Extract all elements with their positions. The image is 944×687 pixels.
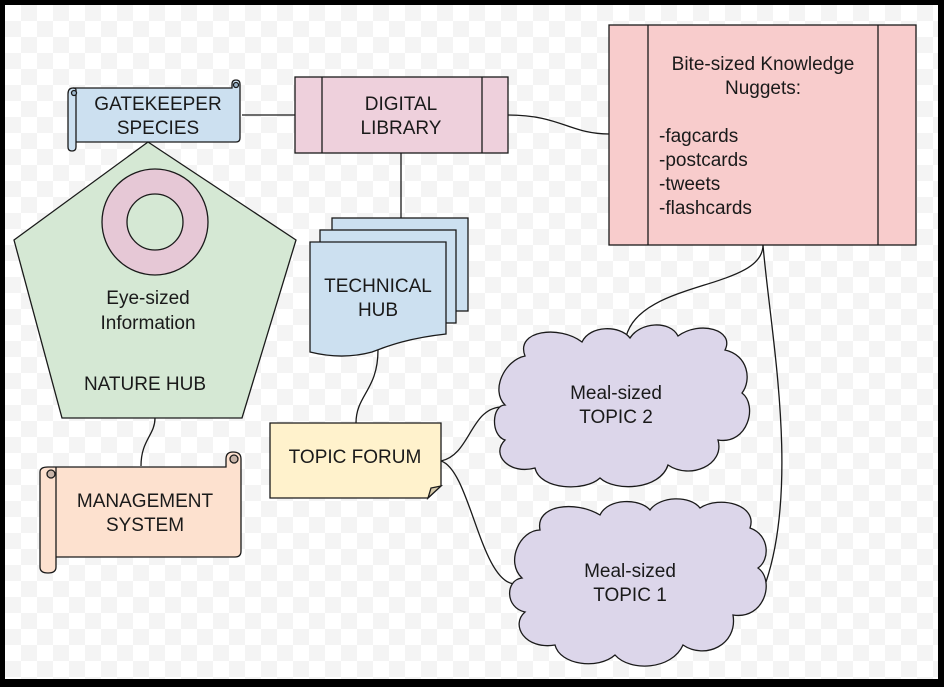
edge-digital-library-bite-sized (507, 114, 610, 135)
node-topic-forum[interactable]: TOPIC FORUM (269, 422, 444, 501)
node-topic-1[interactable]: Meal-sized TOPIC 1 (509, 498, 767, 667)
topic-forum-label: TOPIC FORUM (289, 447, 422, 468)
gatekeeper-label-line2: SPECIES (117, 118, 199, 139)
diagram-canvas: GATEKEEPER SPECIES DIGITAL LIBRARY Bite-… (5, 5, 938, 679)
bite-sized-item: -fagcards (659, 126, 738, 147)
technical-hub-label-line1: TECHNICAL (324, 276, 432, 297)
digital-library-label-line1: DIGITAL (365, 94, 438, 115)
diagram-svg: GATEKEEPER SPECIES DIGITAL LIBRARY Bite-… (13, 24, 917, 667)
node-topic-2[interactable]: Meal-sized TOPIC 2 (493, 324, 751, 488)
bite-sized-item: -tweets (659, 174, 720, 195)
edge-bite-sized-topic1 (762, 244, 783, 583)
technical-hub-label-line2: HUB (358, 300, 398, 321)
management-label-line1: MANAGEMENT (77, 491, 214, 512)
topic1-label-line2: TOPIC 1 (593, 585, 667, 606)
edge-technical-hub-topic-forum (355, 349, 379, 424)
topic2-label-line1: Meal-sized (570, 383, 662, 404)
node-bite-sized-nuggets[interactable]: Bite-sized Knowledge Nuggets: -fagcards … (608, 24, 917, 246)
node-technical-hub[interactable]: TECHNICAL HUB (309, 217, 469, 357)
nature-hub-label-line1: Eye-sized (106, 288, 189, 309)
edge-topic-forum-topic2 (440, 406, 501, 462)
edge-topic-forum-topic1 (440, 460, 515, 585)
bite-sized-title-line1: Bite-sized Knowledge (672, 54, 855, 75)
edge-nature-hub-management (140, 417, 156, 467)
node-management-system[interactable]: MANAGEMENT SYSTEM (39, 451, 242, 574)
node-digital-library[interactable]: DIGITAL LIBRARY (294, 76, 509, 154)
bite-sized-title-line2: Nuggets: (725, 78, 801, 99)
nature-hub-title: NATURE HUB (84, 374, 206, 395)
node-nature-hub[interactable]: Eye-sized Information NATURE HUB (13, 141, 297, 419)
bite-sized-item: -flashcards (659, 198, 752, 219)
bite-sized-item: -postcards (659, 150, 748, 171)
digital-library-label-line2: LIBRARY (361, 118, 442, 139)
edge-bite-sized-topic2 (625, 244, 764, 338)
node-gatekeeper-species[interactable]: GATEKEEPER SPECIES (67, 79, 241, 152)
topic1-label-line1: Meal-sized (584, 561, 676, 582)
management-label-line2: SYSTEM (106, 515, 184, 536)
nature-hub-label-line2: Information (100, 313, 195, 334)
gatekeeper-label-line1: GATEKEEPER (94, 94, 221, 115)
topic2-label-line2: TOPIC 2 (579, 407, 653, 428)
